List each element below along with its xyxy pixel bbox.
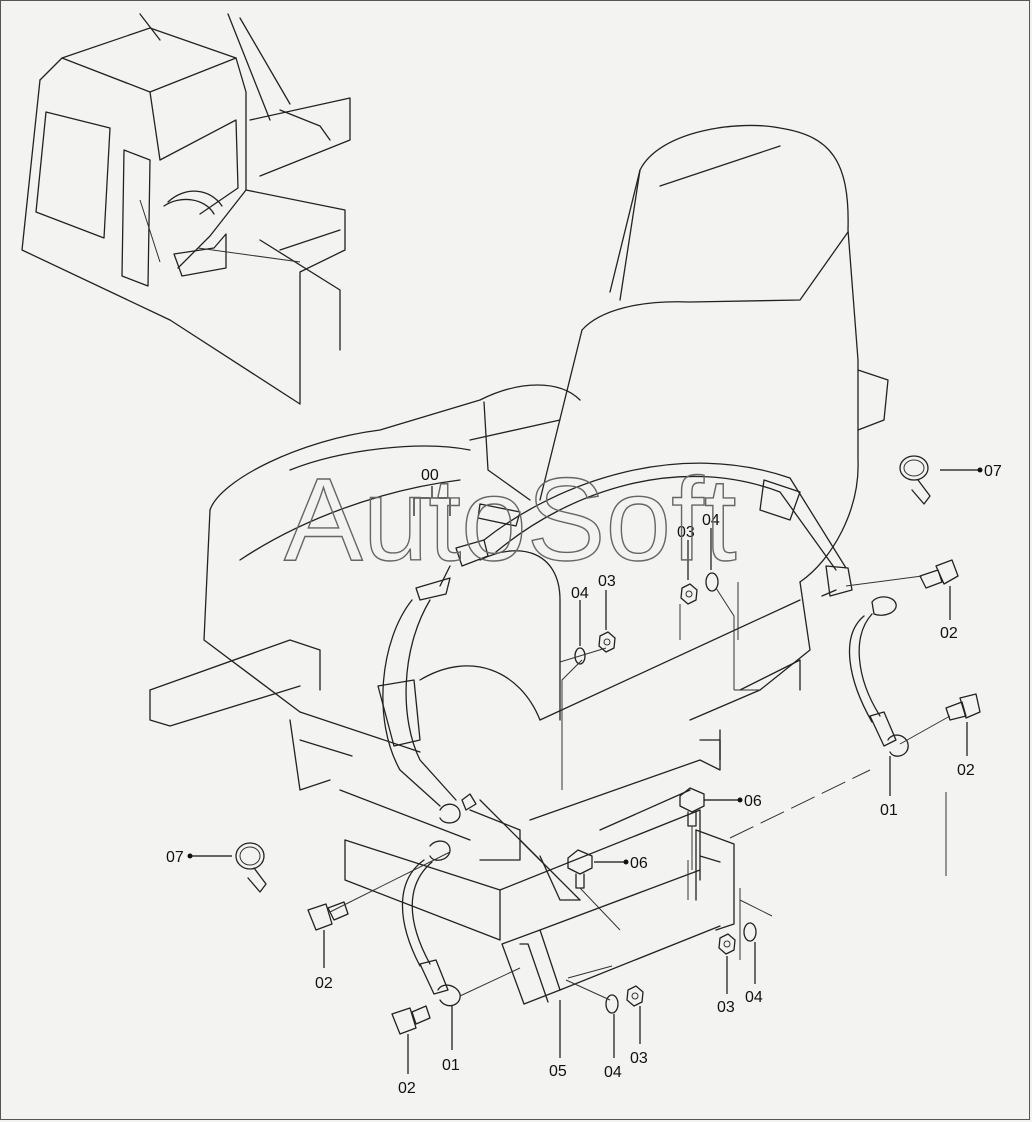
- callout-07-right: 07: [984, 463, 1002, 480]
- callout-03-lower-center: 03: [630, 1050, 648, 1067]
- bolt-02-left-upper: [307, 901, 349, 931]
- nut-03-lower-right: [718, 933, 736, 955]
- callout-00: 00: [421, 467, 439, 484]
- callout-04-lower-center: 04: [604, 1064, 622, 1081]
- callout-02-left-lower: 02: [398, 1080, 416, 1097]
- callout-04-lower-right: 04: [745, 989, 763, 1006]
- assembly-lines: [329, 575, 951, 1001]
- ground-cable-right: [848, 596, 909, 757]
- callout-05: 05: [549, 1063, 567, 1080]
- callout-01-left: 01: [442, 1057, 460, 1074]
- callout-labels: 00 07 03 04 03 04 02 02 01 06 06 07 02 0…: [166, 463, 1002, 1097]
- callout-01-right: 01: [880, 802, 898, 819]
- callout-dots: [187, 467, 983, 865]
- nut-03-upper-left: [598, 631, 616, 653]
- washer-04-lower-center: [605, 994, 619, 1014]
- bracket-plate: [501, 829, 735, 1005]
- washer-04-upper-left: [574, 647, 586, 665]
- operator-seat: [149, 124, 889, 941]
- callout-04-upper: 04: [702, 512, 720, 529]
- washer-04-upper-right: [705, 572, 719, 592]
- cable-clamp-07-left: [235, 842, 267, 893]
- seat-belt-assembly: [377, 462, 853, 824]
- bolt-02-right: [945, 693, 981, 721]
- callout-02-upper-right: 02: [940, 625, 958, 642]
- nut-03-upper-right: [680, 583, 698, 605]
- nut-03-lower-center: [626, 985, 644, 1007]
- callout-03-mid: 03: [598, 573, 616, 590]
- bolt-06-lower: [567, 849, 593, 889]
- callout-02-left-upper: 02: [315, 975, 333, 992]
- cable-clamp-07-right: [899, 455, 931, 505]
- callout-03-upper: 03: [677, 524, 695, 541]
- callout-02-right: 02: [957, 762, 975, 779]
- callout-06-upper: 06: [744, 793, 762, 810]
- cab-inset-illustration: [21, 13, 351, 405]
- callout-07-left: 07: [166, 849, 184, 866]
- callout-06-lower: 06: [630, 855, 648, 872]
- bolt-02-left-lower: [391, 1005, 431, 1035]
- callout-leaders: [190, 469, 980, 1074]
- bolt-02-upper-right: [919, 559, 959, 589]
- washer-04-lower-right: [743, 922, 757, 942]
- callout-03-lower-right: 03: [717, 999, 735, 1016]
- callout-04-mid: 04: [571, 585, 589, 602]
- watermark-text: AutoSoft: [284, 454, 737, 586]
- ground-cable-left: [401, 840, 461, 1007]
